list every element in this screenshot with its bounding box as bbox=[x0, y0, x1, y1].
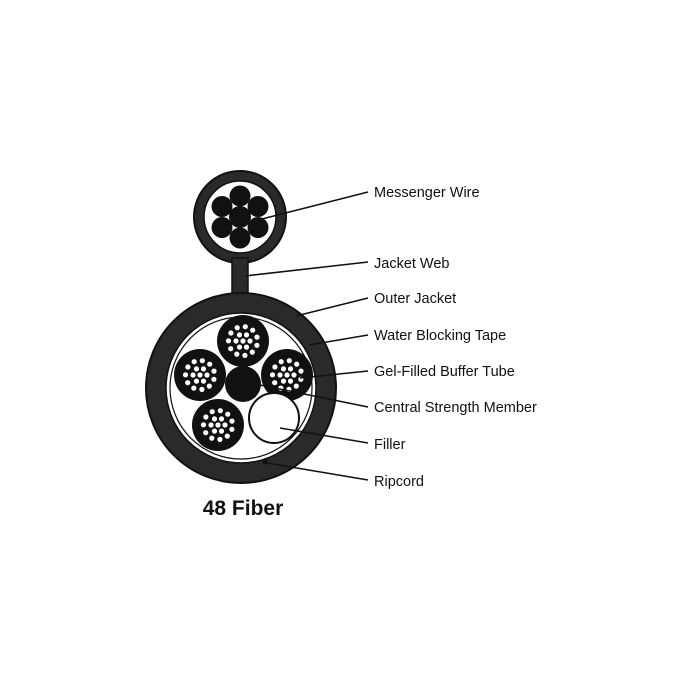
buffer-tube bbox=[174, 349, 226, 401]
optical-fiber bbox=[287, 378, 294, 384]
optical-fiber bbox=[225, 338, 232, 344]
label-messenger-wire: Messenger Wire bbox=[374, 185, 480, 201]
optical-fiber bbox=[286, 358, 292, 364]
optical-fiber bbox=[250, 327, 256, 333]
optical-fiber bbox=[243, 332, 250, 338]
label-buffer-tube: Gel-Filled Buffer Tube bbox=[374, 364, 515, 380]
optical-fiber bbox=[293, 383, 299, 389]
optical-fiber bbox=[278, 359, 284, 365]
central-strength-member bbox=[225, 366, 261, 402]
optical-fiber bbox=[287, 366, 294, 372]
leader-jacket-web bbox=[244, 261, 369, 277]
optical-fiber bbox=[243, 344, 250, 350]
leader-filler bbox=[279, 427, 369, 444]
optical-fiber bbox=[298, 368, 304, 374]
jacket-web bbox=[231, 257, 249, 299]
optical-fiber bbox=[236, 344, 243, 350]
optical-fiber bbox=[225, 411, 231, 417]
optical-fiber bbox=[272, 380, 278, 386]
optical-fiber bbox=[193, 366, 200, 372]
optical-fiber bbox=[228, 346, 234, 352]
optical-fiber bbox=[211, 376, 217, 382]
optical-fiber bbox=[269, 372, 276, 378]
optical-fiber bbox=[185, 380, 191, 386]
optical-fiber bbox=[254, 342, 260, 348]
optical-fiber bbox=[294, 361, 300, 367]
optical-fiber bbox=[191, 385, 197, 391]
leader-ripcord bbox=[266, 462, 369, 481]
optical-fiber bbox=[234, 351, 240, 357]
optical-fiber bbox=[209, 435, 215, 441]
optical-fiber bbox=[203, 414, 209, 420]
optical-fiber bbox=[291, 372, 297, 378]
optical-fiber bbox=[215, 422, 221, 428]
optical-fiber bbox=[208, 422, 214, 428]
optical-fiber bbox=[277, 372, 283, 378]
optical-fiber bbox=[209, 409, 215, 415]
ripcord bbox=[262, 459, 268, 465]
optical-fiber bbox=[224, 433, 230, 439]
buffer-tube bbox=[192, 399, 244, 451]
optical-fiber bbox=[200, 378, 207, 384]
label-water-blocking-tape: Water Blocking Tape bbox=[374, 328, 506, 344]
optical-fiber bbox=[233, 338, 239, 344]
optical-fiber bbox=[211, 416, 218, 422]
optical-fiber bbox=[222, 422, 228, 428]
leader-central-strength-member bbox=[254, 383, 369, 408]
optical-fiber bbox=[249, 349, 255, 355]
label-filler: Filler bbox=[374, 437, 406, 453]
optical-fiber bbox=[203, 430, 209, 436]
optical-fiber bbox=[229, 426, 235, 432]
optical-fiber bbox=[207, 361, 213, 367]
messenger-wire bbox=[193, 170, 287, 264]
leader-outer-jacket bbox=[295, 297, 369, 317]
optical-fiber bbox=[200, 422, 207, 428]
optical-fiber bbox=[254, 334, 260, 340]
label-central-strength-member: Central Strength Member bbox=[374, 400, 537, 416]
leader-messenger-wire bbox=[257, 191, 369, 221]
optical-fiber bbox=[200, 366, 207, 372]
optical-fiber bbox=[284, 372, 290, 378]
optical-fiber bbox=[218, 416, 225, 422]
leader-water-blocking-tape bbox=[308, 334, 369, 346]
optical-fiber bbox=[217, 408, 223, 414]
labels: Messenger Wire Jacket Web Outer Jacket W… bbox=[374, 185, 537, 490]
optical-fiber bbox=[204, 372, 210, 378]
buffer-tube bbox=[217, 315, 269, 367]
fiber-count-caption: 48 Fiber bbox=[203, 497, 284, 520]
optical-fiber bbox=[218, 428, 225, 434]
optical-fiber bbox=[190, 372, 196, 378]
optical-fiber bbox=[229, 418, 235, 424]
optical-fiber bbox=[234, 325, 240, 331]
optical-fiber bbox=[242, 352, 248, 358]
optical-fiber bbox=[191, 359, 197, 365]
optical-fiber bbox=[280, 366, 287, 372]
label-ripcord: Ripcord bbox=[374, 474, 424, 490]
leader-buffer-tube bbox=[299, 370, 369, 379]
leader-lines bbox=[244, 191, 369, 481]
buffer-tubes bbox=[174, 315, 313, 451]
optical-fiber bbox=[242, 324, 248, 330]
optical-fiber bbox=[211, 368, 217, 374]
optical-fiber bbox=[199, 386, 205, 392]
optical-fiber bbox=[217, 436, 223, 442]
optical-fiber bbox=[197, 372, 203, 378]
optical-fiber bbox=[280, 378, 287, 384]
optical-fiber bbox=[236, 332, 243, 338]
label-outer-jacket: Outer Jacket bbox=[374, 291, 456, 307]
optical-fiber bbox=[193, 378, 200, 384]
optical-fiber bbox=[247, 338, 253, 344]
optical-fiber bbox=[228, 330, 234, 336]
label-jacket-web: Jacket Web bbox=[374, 256, 450, 272]
optical-fiber bbox=[182, 372, 189, 378]
optical-fiber bbox=[240, 338, 246, 344]
optical-fiber bbox=[199, 358, 205, 364]
messenger-strands bbox=[211, 185, 269, 249]
optical-fiber bbox=[272, 364, 278, 370]
filler bbox=[248, 392, 300, 444]
optical-fiber bbox=[185, 364, 191, 370]
optical-fiber bbox=[206, 383, 212, 389]
optical-fiber bbox=[211, 428, 218, 434]
